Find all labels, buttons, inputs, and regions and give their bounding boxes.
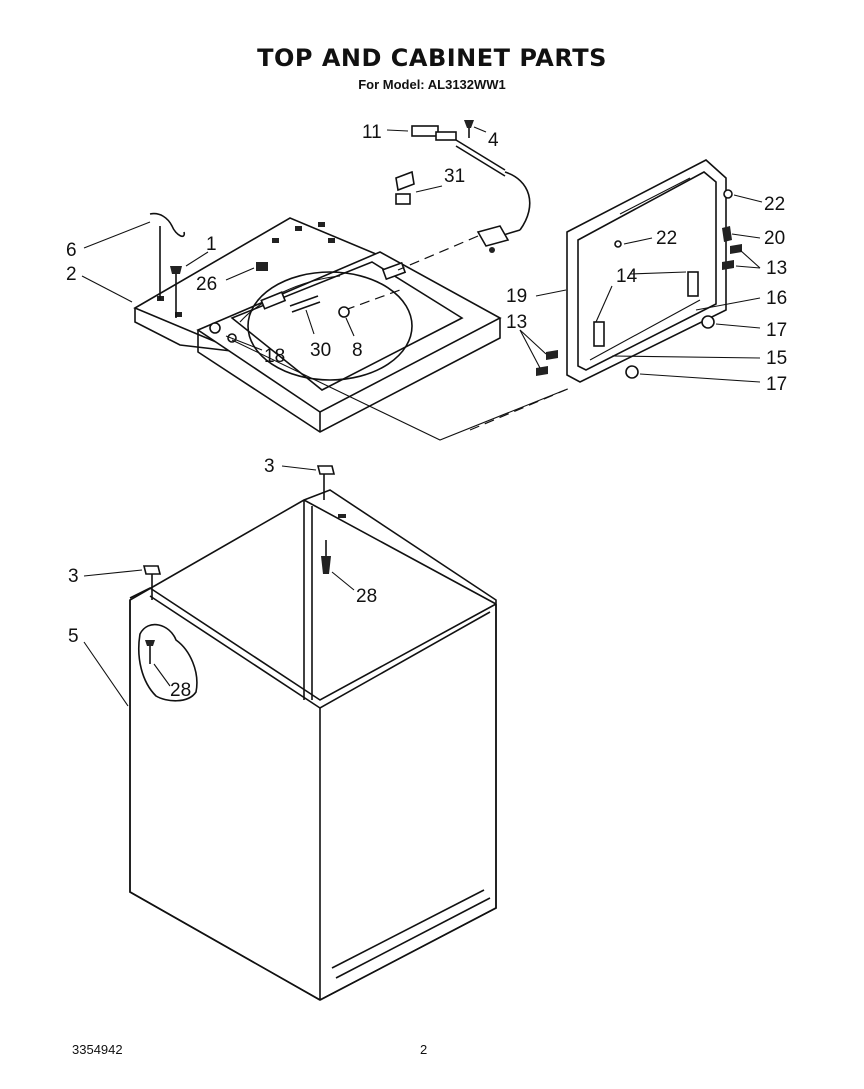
callout-4: 4 [488,130,499,151]
callout-3-lower: 3 [68,566,79,587]
lid-switch-harness [395,120,531,253]
callout-6: 6 [66,240,77,261]
callout-3-upper: 3 [264,456,275,477]
callout-17-lower: 17 [766,374,787,395]
callout-16: 16 [766,288,787,309]
callout-15: 15 [766,348,787,369]
top-panel [133,217,502,433]
callout-26: 26 [196,274,217,295]
harness-leader [397,235,479,271]
callout-19: 19 [506,286,527,307]
callout-22-top: 22 [764,194,785,215]
callout-14: 14 [616,266,638,287]
page-title: TOP AND CABINET PARTS [257,44,607,72]
callout-18: 18 [264,346,285,367]
callout-11: 11 [362,122,382,143]
callout-30: 30 [310,340,331,361]
callout-8: 8 [352,340,363,361]
clip-and-screw [149,212,268,318]
page-number: 2 [420,1042,428,1057]
callout-labels: 11 4 31 6 1 2 26 30 8 18 22 22 20 14 13 … [66,122,787,701]
document-number: 3354942 [72,1042,123,1057]
model-subtitle: For Model: AL3132WW1 [358,77,506,92]
callout-5: 5 [68,626,79,647]
callout-22-inner: 22 [656,228,677,249]
callout-31: 31 [444,166,465,187]
callout-17-upper: 17 [766,320,787,341]
callout-1: 1 [206,234,217,255]
callout-28-lower: 28 [170,680,191,701]
leader-lines [81,126,763,707]
spring-and-clip [289,295,350,318]
callout-20: 20 [764,228,785,249]
lid-frame [536,159,742,383]
callout-13-left: 13 [506,312,527,333]
cabinet [129,465,497,1001]
callout-13-right: 13 [766,258,787,279]
callout-2: 2 [66,264,77,285]
callout-28-upper: 28 [356,586,377,607]
